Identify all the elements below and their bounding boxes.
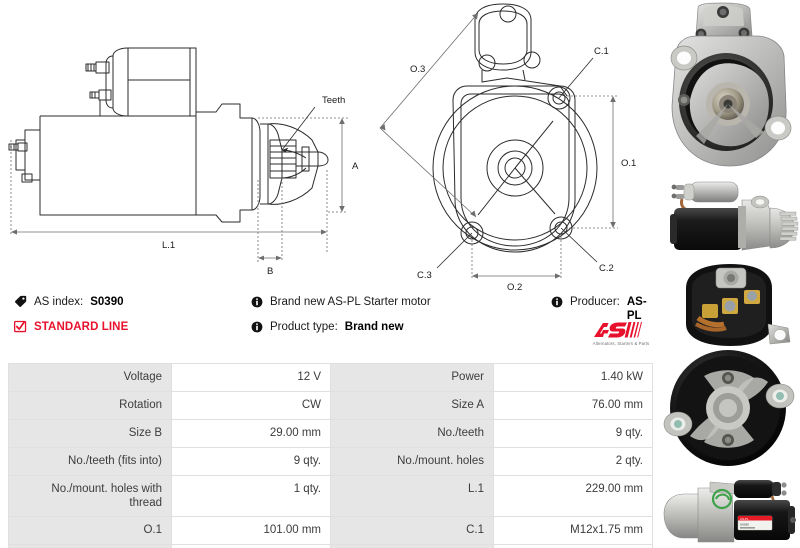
- photo-label-index: S0390: [740, 523, 749, 527]
- spec-key: O.1: [8, 516, 172, 545]
- spec-key: C.2: [8, 544, 172, 548]
- as-index-row: AS index: S0390: [14, 295, 244, 309]
- spec-value: 9 qty.: [493, 419, 653, 448]
- spec-key: L.1: [330, 475, 494, 517]
- side-view-label-a: A: [352, 161, 359, 172]
- product-type-row: Product type: Brand new: [250, 320, 550, 334]
- spec-value: 229.00 mm: [493, 475, 653, 517]
- spec-value: 101.00 mm: [171, 516, 331, 545]
- front-view-label-c3: C.3: [417, 270, 432, 281]
- spec-value: 9 qty.: [171, 447, 331, 476]
- table-row: Size B 29.00 mm No./teeth 9 qty.: [8, 419, 653, 448]
- info-column-index: AS index: S0390 STANDARD LINE: [14, 295, 244, 345]
- info-icon: [550, 295, 563, 308]
- spec-key: No./mount. holes: [330, 447, 494, 476]
- spec-value: [493, 544, 653, 548]
- front-view-label-o1: O.1: [621, 158, 636, 169]
- producer-row: Producer: AS-PL: [550, 295, 660, 323]
- specification-table: Voltage 12 V Power 1.40 kW Rotation CW S…: [8, 363, 653, 548]
- as-index-value: S0390: [90, 296, 124, 308]
- side-view-label-teeth: Teeth: [322, 95, 345, 106]
- tag-icon: [14, 295, 27, 308]
- product-photo-4[interactable]: AS-PL S0390: [660, 472, 800, 548]
- product-type-label: Product type:: [270, 321, 338, 333]
- standard-line-badge: STANDARD LINE: [34, 321, 129, 333]
- front-view-label-o3: O.3: [410, 64, 425, 75]
- spec-value: M12x1.75 mm: [493, 516, 653, 545]
- as-pl-logo: Alternators, Starters & Parts: [585, 320, 657, 346]
- spec-value: 1.40 kW: [493, 363, 653, 392]
- photo-label-brand: AS-PL: [740, 517, 749, 521]
- product-description: Brand new AS-PL Starter motor: [270, 296, 431, 308]
- table-row: Rotation CW Size A 76.00 mm: [8, 391, 653, 420]
- spec-value: 1 qty.: [171, 475, 331, 517]
- table-row: C.2 16.00 mm: [8, 544, 653, 548]
- spec-key: Rotation: [8, 391, 172, 420]
- spec-key: C.1: [330, 516, 494, 545]
- table-row: No./mount. holes with thread 1 qty. L.1 …: [8, 475, 653, 517]
- spec-key: Power: [330, 363, 494, 392]
- product-photo-gallery: AS-PL S0390: [660, 0, 800, 548]
- spec-value: 76.00 mm: [493, 391, 653, 420]
- as-logo-tagline: Alternators, Starters & Parts: [592, 341, 650, 346]
- spec-value: 12 V: [171, 363, 331, 392]
- standard-line-row: STANDARD LINE: [14, 320, 244, 334]
- info-column-producer: Producer: AS-PL: [550, 295, 660, 334]
- side-view-label-b: B: [267, 266, 273, 277]
- spec-key: No./teeth (fits into): [8, 447, 172, 476]
- spec-value: 16.00 mm: [171, 544, 331, 548]
- table-row: O.1 101.00 mm C.1 M12x1.75 mm: [8, 516, 653, 545]
- as-logo-mark: [594, 322, 643, 338]
- front-view-label-o2: O.2: [507, 282, 522, 292]
- checkbox-checked-icon: [14, 320, 27, 333]
- spec-key: Voltage: [8, 363, 172, 392]
- info-icon: [250, 320, 263, 333]
- as-index-label: AS index:: [34, 296, 84, 308]
- producer-value: AS-PL: [626, 296, 647, 322]
- spec-key: No./teeth: [330, 419, 494, 448]
- product-photo-2[interactable]: [660, 172, 800, 260]
- info-column-description: Brand new AS-PL Starter motor Product ty…: [250, 295, 550, 345]
- side-view-label-l1: L.1: [162, 240, 175, 251]
- spec-value: 2 qty.: [493, 447, 653, 476]
- spec-value: 29.00 mm: [171, 419, 331, 448]
- product-type-value: Brand new: [344, 321, 404, 333]
- description-row: Brand new AS-PL Starter motor: [250, 295, 550, 309]
- table-row: Voltage 12 V Power 1.40 kW: [8, 363, 653, 392]
- producer-label: Producer:: [570, 296, 620, 308]
- side-view-drawing: Teeth A L.1 B: [0, 0, 375, 292]
- spec-value: CW: [171, 391, 331, 420]
- info-icon: [250, 295, 263, 308]
- spec-key: No./mount. holes with thread: [8, 475, 172, 517]
- spec-key: Size A: [330, 391, 494, 420]
- specification-table-body: Voltage 12 V Power 1.40 kW Rotation CW S…: [8, 363, 653, 548]
- technical-drawings-area: Teeth A L.1 B: [0, 0, 660, 293]
- product-photo-3[interactable]: [660, 262, 800, 472]
- product-info-bar: AS index: S0390 STANDARD LINE: [0, 295, 660, 357]
- spec-key: [330, 544, 494, 548]
- table-row: No./teeth (fits into) 9 qty. No./mount. …: [8, 447, 653, 476]
- front-view-label-c1: C.1: [594, 46, 609, 57]
- spec-key: Size B: [8, 419, 172, 448]
- product-photo-1[interactable]: [660, 2, 800, 172]
- front-view-drawing: O.3 C.1 O.1 C.2 C.3 O.2: [375, 0, 660, 293]
- front-view-label-c2: C.2: [599, 263, 614, 274]
